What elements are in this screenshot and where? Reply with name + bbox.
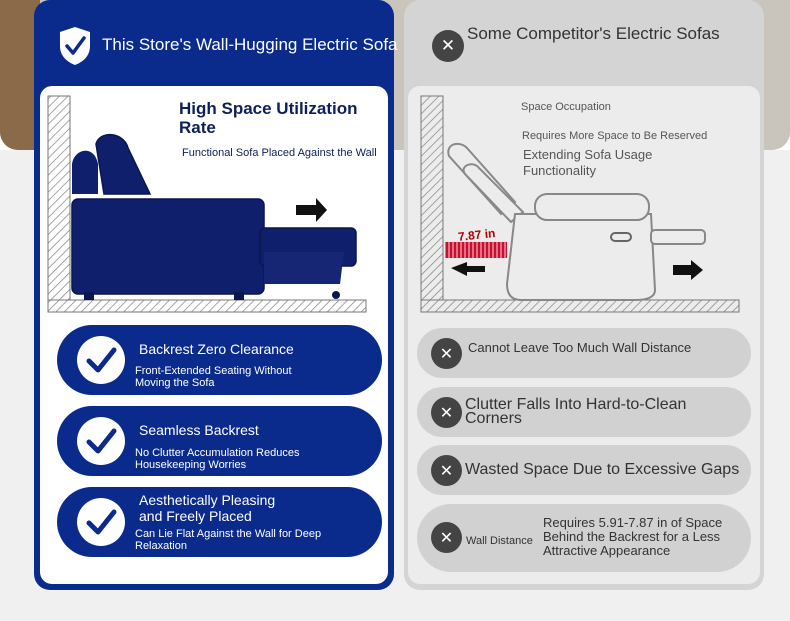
x-circle-icon: ✕	[432, 30, 464, 62]
checkmark-icon	[77, 498, 125, 546]
arrow-right-icon	[673, 260, 703, 280]
arrow-right-icon	[296, 198, 327, 222]
benefit-item: Aesthetically Pleasing and Freely Placed…	[57, 487, 382, 557]
wood-floor	[0, 0, 40, 150]
benefit-item: Seamless Backrest No Clutter Accumulatio…	[57, 406, 382, 476]
recliner-sofa-illustration	[420, 95, 740, 313]
benefit-title: Seamless Backrest	[139, 422, 259, 438]
wall-hugging-sofa-illustration	[47, 95, 367, 313]
drawback-item: ✕ Clutter Falls Into Hard-to-Clean Corne…	[417, 387, 751, 437]
benefit-title: Backrest Zero Clearance	[139, 341, 294, 357]
arrow-left-icon	[451, 262, 485, 276]
checkmark-icon	[77, 336, 125, 384]
feature-subtitle: Functional Sofa Placed Against the Wall	[182, 147, 377, 159]
x-icon: ✕	[431, 338, 462, 369]
benefit-item: Backrest Zero Clearance Front-Extended S…	[57, 325, 382, 395]
drawback-item: ✕ Wall Distance Requires 5.91-7.87 in of…	[417, 504, 751, 572]
feature-title: High Space Utilization Rate	[179, 99, 358, 137]
x-icon: ✕	[431, 455, 462, 486]
drawback-title: Cannot Leave Too Much Wall Distance	[468, 340, 692, 355]
drawback-item: ✕ Cannot Leave Too Much Wall Distance	[417, 328, 751, 378]
drawback-item: ✕ Wasted Space Due to Excessive Gaps	[417, 445, 751, 495]
left-header-title: This Store's Wall-Hugging Electric Sofa	[102, 35, 398, 54]
benefit-title: Aesthetically Pleasing and Freely Placed	[139, 492, 276, 524]
benefit-desc: No Clutter Accumulation Reduces Housekee…	[135, 447, 300, 471]
extending-label: Extending Sofa Usage Functionality	[523, 147, 653, 178]
x-icon: ✕	[431, 522, 462, 553]
x-icon: ✕	[431, 397, 462, 428]
wall-distance-label: Wall Distance	[466, 535, 533, 547]
right-header-title: Some Competitor's Electric Sofas	[467, 24, 720, 43]
space-occupation-label: Space Occupation	[521, 101, 611, 113]
reserve-space-label: Requires More Space to Be Reserved	[522, 130, 708, 142]
shield-check-icon	[60, 27, 90, 65]
benefit-desc: Can Lie Flat Against the Wall for Deep R…	[135, 528, 322, 552]
drawback-title: Clutter Falls Into Hard-to-Clean Corners	[465, 396, 687, 427]
drawback-title: Wasted Space Due to Excessive Gaps	[465, 461, 740, 478]
drawback-title: Requires 5.91-7.87 in of Space Behind th…	[543, 515, 723, 558]
benefit-desc: Front-Extended Seating Without Moving th…	[135, 365, 292, 389]
checkmark-icon	[77, 417, 125, 465]
